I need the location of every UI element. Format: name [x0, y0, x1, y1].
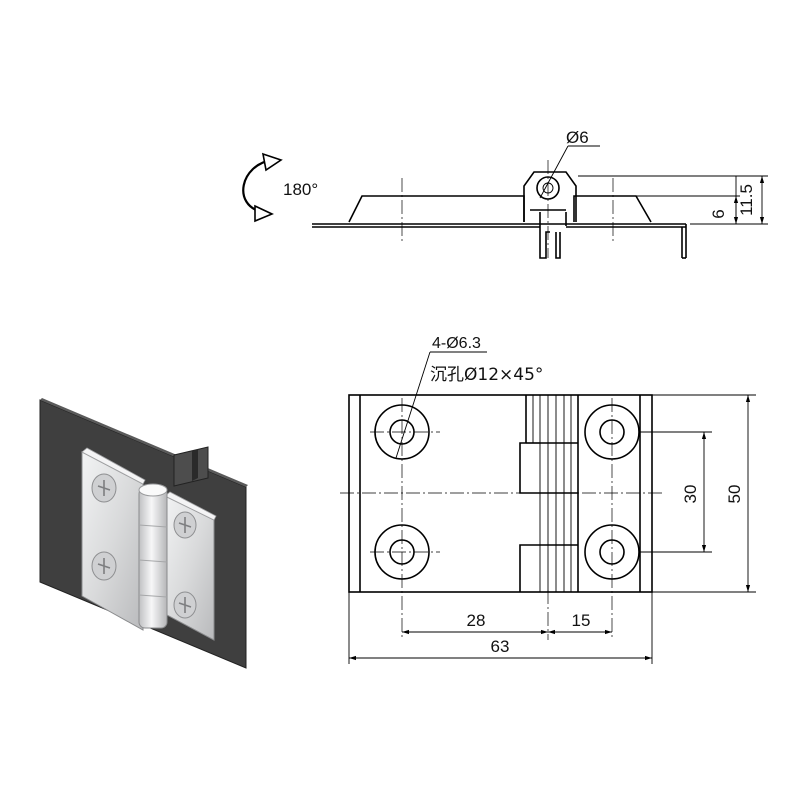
hole-callout-count: 4-Ø6.3 [432, 335, 481, 352]
rotation-label: 180° [283, 180, 318, 199]
dim-height-large: 11.5 [737, 184, 756, 216]
dim-total-width: 63 [491, 637, 510, 656]
dim-right-offset: 15 [572, 611, 591, 630]
rotate-arrow-icon [242, 152, 283, 223]
hinge-3d-view [39, 398, 248, 669]
dim-hole-spacing: 30 [681, 485, 700, 504]
dim-height-small: 6 [709, 209, 728, 218]
side-view: 180° Ø6 6 1 [242, 128, 768, 259]
dim-left-offset: 28 [467, 611, 486, 630]
hole-callout-countersink: 沉孔Ø12×45° [430, 365, 543, 385]
dim-total-height: 50 [725, 485, 744, 504]
hole-diameter-label: Ø6 [566, 128, 589, 147]
screw-icon [91, 473, 197, 619]
front-view: 4-Ø6.3 沉孔Ø12×45° 30 50 28 15 63 [340, 335, 756, 664]
